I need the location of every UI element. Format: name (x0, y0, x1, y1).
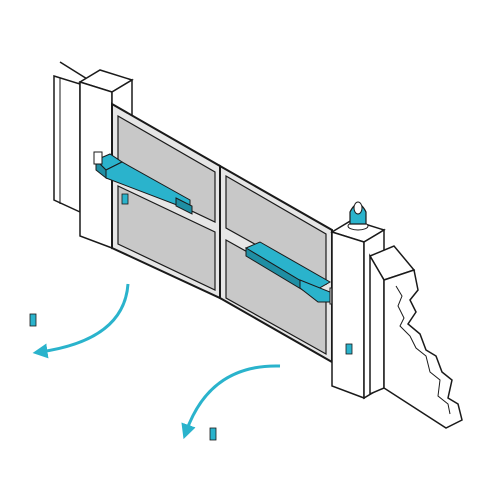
opening-direction-arrow (181, 364, 281, 440)
flashing-lamp-icon (347, 201, 369, 231)
right-wall (368, 245, 463, 429)
photocell-sensor-icon (29, 193, 353, 441)
left-bracket (93, 151, 103, 165)
right-gate-operator-arm (244, 241, 341, 305)
left-wall (53, 74, 81, 214)
opening-direction-arrow (32, 283, 130, 359)
